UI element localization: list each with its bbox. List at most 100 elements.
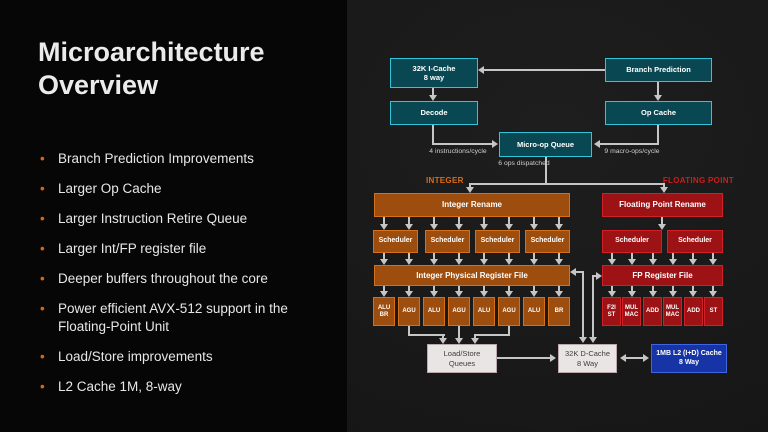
arrow-line [712,286,714,292]
arrowhead [480,224,488,230]
arrow-line [657,125,659,145]
arrowhead [589,337,597,343]
arrow-line [474,334,510,336]
arrow-line [624,357,645,359]
page-title: Microarchitecture Overview [38,37,265,100]
bullet-item: Power efficient AVX-512 support in the F… [40,300,336,336]
arrowhead [643,354,649,362]
arrowhead [579,337,587,343]
branch-prediction-box: Branch Prediction [605,58,712,82]
arrow-line [408,217,410,225]
arrowhead [596,272,602,280]
arrow-line [533,286,535,292]
arrowhead [430,259,438,265]
arrowhead [480,259,488,265]
arrowhead [658,224,666,230]
icache-box: 32K I-Cache 8 way [390,58,478,88]
arrow-line [631,286,633,292]
fp-rename-box: Floating Point Rename [602,193,723,217]
arrow-line [611,253,613,260]
fp-exec-unit-box: MUL MAC [663,297,682,326]
arrowhead [505,291,513,297]
arrowhead [550,354,556,362]
arrow-line [692,253,694,260]
fp-scheduler-box: Scheduler [667,230,723,253]
arrow-line [469,183,471,189]
arrowhead [430,224,438,230]
fp-exec-unit-box: F2I ST [602,297,621,326]
arrowhead [455,291,463,297]
arrow-line [432,143,494,145]
integer-section-label: INTEGER [426,176,464,185]
arrow-line [469,183,665,185]
arrow-line [433,286,435,292]
arrow-line [508,253,510,260]
fp-exec-unit-box: MUL MAC [622,297,641,326]
arrowhead [689,259,697,265]
arrow-line [508,286,510,292]
int-exec-unit-box: ALU BR [373,297,395,326]
arrowhead [709,291,717,297]
int-scheduler-box: Scheduler [525,230,570,253]
int-exec-unit-box: BR [548,297,570,326]
macro-ops-per-cycle-label: 9 macro-ops/cycle [604,148,660,155]
arrow-line [558,286,560,292]
arrowhead [570,268,576,276]
int-scheduler-box: Scheduler [425,230,470,253]
bullet-item: Branch Prediction Improvements [40,150,336,168]
fp-exec-unit-box: ADD [643,297,662,326]
arrow-line [661,217,663,225]
arrowhead [405,259,413,265]
arrowhead [380,224,388,230]
arrow-line [593,275,598,277]
arrow-line [442,334,444,340]
arrow-line [383,286,385,292]
arrowhead [628,291,636,297]
decode-box: Decode [390,101,478,125]
arrowhead [505,259,513,265]
arrowhead [654,95,662,101]
arrow-line [474,334,476,340]
arrow-line [432,88,434,96]
arrow-line [483,253,485,260]
micro-op-queue-box: Micro-op Queue [499,132,592,157]
instructions-per-cycle-label: 4 instructions/cycle [429,148,487,155]
arrowhead [649,259,657,265]
arrowhead [620,354,626,362]
arrowhead [628,259,636,265]
arrowhead [608,259,616,265]
arrowhead [594,140,600,148]
arrow-line [508,217,510,225]
arrowhead [455,338,463,344]
arrowhead [466,187,474,193]
bullet-item: Larger Op Cache [40,180,336,198]
floating-point-section-label: FLOATING POINT [662,176,734,185]
arrow-line [458,217,460,225]
arrow-line [533,217,535,225]
arrow-line [497,357,551,359]
arrowhead [555,291,563,297]
arrow-line [408,334,445,336]
arrow-line [672,253,674,260]
arrowhead [430,291,438,297]
int-exec-unit-box: ALU [473,297,495,326]
arrow-line [712,253,714,260]
int-exec-unit-box: ALU [423,297,445,326]
int-scheduler-box: Scheduler [373,230,418,253]
arrow-line [508,326,510,336]
op-cache-box: Op Cache [605,101,712,125]
ops-dispatched-label: 6 ops dispatched [498,160,550,167]
fp-exec-unit-box: ADD [684,297,703,326]
arrow-line [383,217,385,225]
int-exec-unit-box: AGU [498,297,520,326]
arrowhead [530,224,538,230]
arrow-line [657,82,659,96]
arrow-line [652,286,654,292]
arrow-line [672,286,674,292]
arrow-line [558,217,560,225]
arrow-line [408,253,410,260]
fp-exec-unit-box: ST [704,297,723,326]
arrowhead [709,259,717,265]
arrowhead [608,291,616,297]
